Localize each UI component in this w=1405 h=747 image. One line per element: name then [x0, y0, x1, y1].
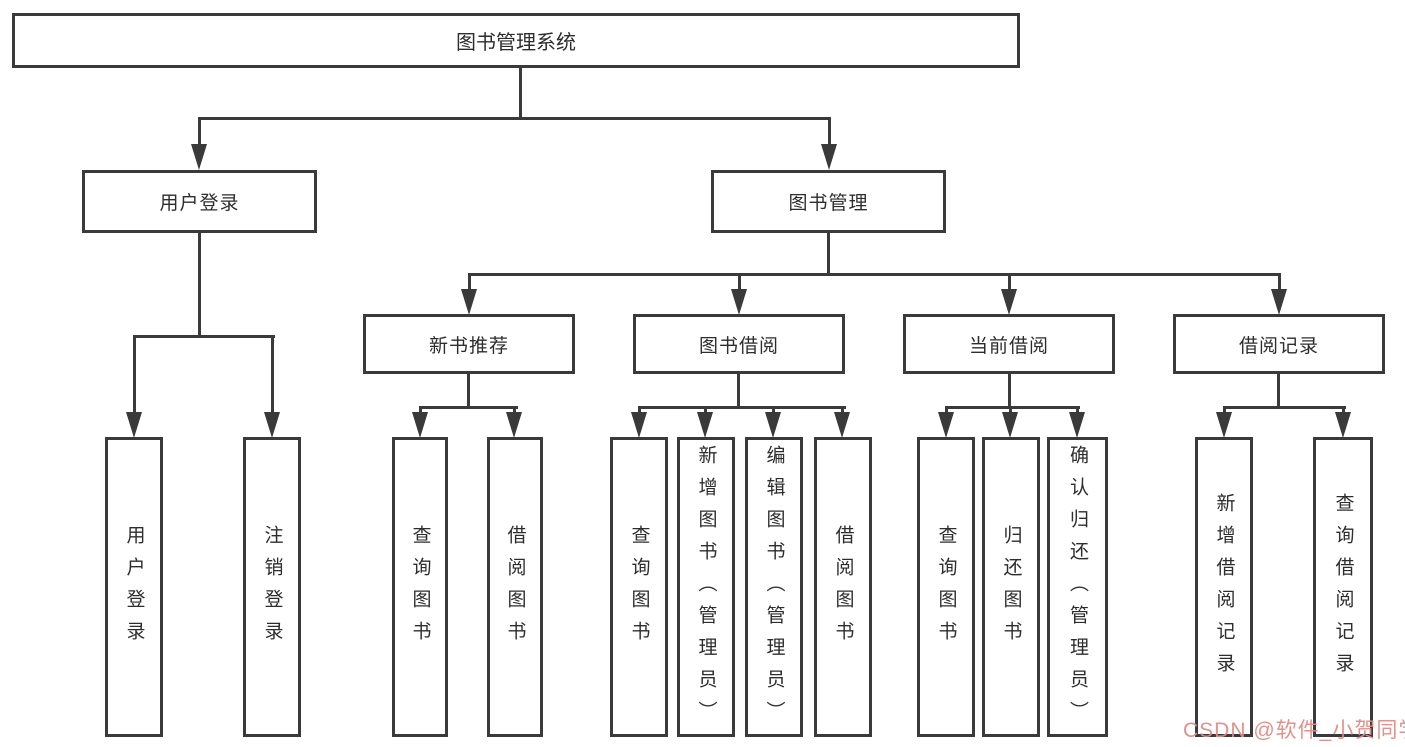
node-new-book-recommend-label: 新书推荐 [428, 335, 509, 357]
arrowhead-add-books-admin [697, 412, 713, 438]
arrowhead-leaf-logout [264, 412, 280, 438]
leaf-logout-label: 注销登录 [261, 525, 283, 653]
leaf-return-books-label: 归还图书 [1000, 525, 1022, 653]
connector-drop-book-borrow [738, 273, 741, 290]
leaf-add-borrow-record-label: 新增借阅记录 [1213, 493, 1235, 685]
leaf-return-books: 归还图书 [982, 437, 1040, 737]
connector-drop-current-borrow [1008, 273, 1011, 290]
leaf-query-books-recommend: 查询图书 [392, 437, 448, 737]
connector-new-book-horizontal [419, 406, 518, 409]
connector-drop-leaf-user-login [133, 335, 136, 413]
connector-drop-query-books-current [945, 406, 948, 415]
csdn-watermark: CSDN @软件_小贺同学 [1183, 719, 1405, 742]
leaf-add-borrow-record: 新增借阅记录 [1195, 437, 1253, 737]
arrowhead-book-management [821, 144, 837, 170]
leaf-query-books-borrow: 查询图书 [610, 437, 668, 737]
leaf-edit-books-admin-label: 编辑图书（管理员） [763, 445, 785, 733]
leaf-query-borrow-record: 查询借阅记录 [1313, 437, 1373, 737]
leaf-confirm-return-admin: 确认归还（管理员） [1047, 437, 1108, 737]
arrowhead-user-login [191, 144, 207, 170]
leaf-query-books-current: 查询图书 [917, 437, 975, 737]
node-book-borrow: 图书借阅 [633, 314, 845, 374]
connector-root-horizontal [198, 117, 831, 120]
connector-current-borrow-horizontal [945, 406, 1080, 409]
leaf-query-books-current-label: 查询图书 [935, 525, 957, 653]
leaf-add-books-admin-label: 新增图书（管理员） [695, 445, 717, 733]
node-book-borrow-label: 图书借阅 [698, 335, 779, 357]
leaf-query-books-borrow-label: 查询图书 [628, 525, 650, 653]
leaf-borrow-books-recommend: 借阅图书 [487, 437, 543, 737]
arrowhead-add-borrow-record [1216, 412, 1232, 438]
connector-drop-leaf-logout [271, 335, 274, 413]
arrowhead-query-books-borrow [631, 412, 647, 438]
arrowhead-current-borrow [1001, 289, 1017, 315]
connector-root-stub [519, 66, 522, 119]
node-book-management-label: 图书管理 [788, 193, 869, 214]
node-borrow-record-label: 借阅记录 [1238, 335, 1319, 357]
connector-drop-borrow-books-recommend [513, 406, 516, 415]
arrowhead-leaf-user-login [126, 412, 142, 438]
node-new-book-recommend: 新书推荐 [363, 314, 575, 374]
connector-drop-add-books-admin [704, 406, 707, 415]
connector-drop-query-borrow-record [1342, 406, 1345, 415]
leaf-add-books-admin: 新增图书（管理员） [677, 437, 735, 737]
leaf-user-login-label: 用户登录 [123, 525, 145, 653]
connector-drop-return-books [1009, 406, 1012, 415]
connector-drop-query-books-recommend [419, 406, 422, 415]
arrowhead-query-books-recommend [412, 412, 428, 438]
connector-borrow-record-horizontal [1223, 406, 1346, 409]
leaf-borrow-books: 借阅图书 [814, 437, 872, 737]
node-root: 图书管理系统 [12, 13, 1020, 68]
arrowhead-borrow-record [1271, 289, 1287, 315]
node-root-label: 图书管理系统 [456, 32, 576, 54]
leaf-borrow-books-label: 借阅图书 [832, 525, 854, 653]
connector-drop-borrow-books [841, 406, 844, 415]
connector-drop-edit-books-admin [772, 406, 775, 415]
leaf-confirm-return-admin-label: 确认归还（管理员） [1067, 445, 1088, 733]
connector-drop-confirm-return [1076, 406, 1079, 415]
leaf-edit-books-admin: 编辑图书（管理员） [745, 437, 803, 737]
leaf-query-books-recommend-label: 查询图书 [409, 525, 431, 653]
leaf-user-login: 用户登录 [105, 437, 163, 737]
arrowhead-query-books-current [938, 412, 954, 438]
node-user-login: 用户登录 [82, 170, 317, 233]
arrowhead-book-borrow [731, 289, 747, 315]
arrowhead-borrow-books-recommend [506, 412, 522, 438]
connector-new-book-stub [467, 372, 470, 409]
connector-drop-query-books-borrow [638, 406, 641, 415]
node-current-borrow: 当前借阅 [903, 314, 1115, 374]
leaf-query-borrow-record-label: 查询借阅记录 [1332, 493, 1354, 685]
connector-drop-book-management [828, 117, 831, 145]
connector-user-login-stub [198, 231, 201, 338]
connector-drop-user-login [198, 117, 201, 145]
arrowhead-return-books [1002, 412, 1018, 438]
arrowhead-query-borrow-record [1335, 412, 1351, 438]
node-current-borrow-label: 当前借阅 [968, 335, 1049, 357]
leaf-logout: 注销登录 [243, 437, 301, 737]
connector-drop-add-borrow-record [1223, 406, 1226, 415]
connector-book-borrow-stub [737, 372, 740, 409]
connector-drop-new-book [468, 273, 471, 290]
connector-user-login-horizontal [133, 335, 275, 338]
connector-book-management-stub [827, 231, 830, 276]
leaf-borrow-books-recommend-label: 借阅图书 [504, 525, 526, 653]
arrowhead-new-book [461, 289, 477, 315]
connector-book-management-horizontal [468, 273, 1281, 276]
connector-drop-borrow-record [1278, 273, 1281, 290]
connector-borrow-record-stub [1277, 372, 1280, 409]
node-borrow-record: 借阅记录 [1173, 314, 1385, 374]
node-book-management: 图书管理 [711, 170, 946, 233]
node-user-login-label: 用户登录 [159, 193, 240, 214]
arrowhead-borrow-books [834, 412, 850, 438]
arrowhead-edit-books-admin [765, 412, 781, 438]
arrowhead-confirm-return [1069, 412, 1085, 438]
connector-current-borrow-stub [1008, 372, 1011, 409]
connector-book-borrow-horizontal [638, 406, 846, 409]
